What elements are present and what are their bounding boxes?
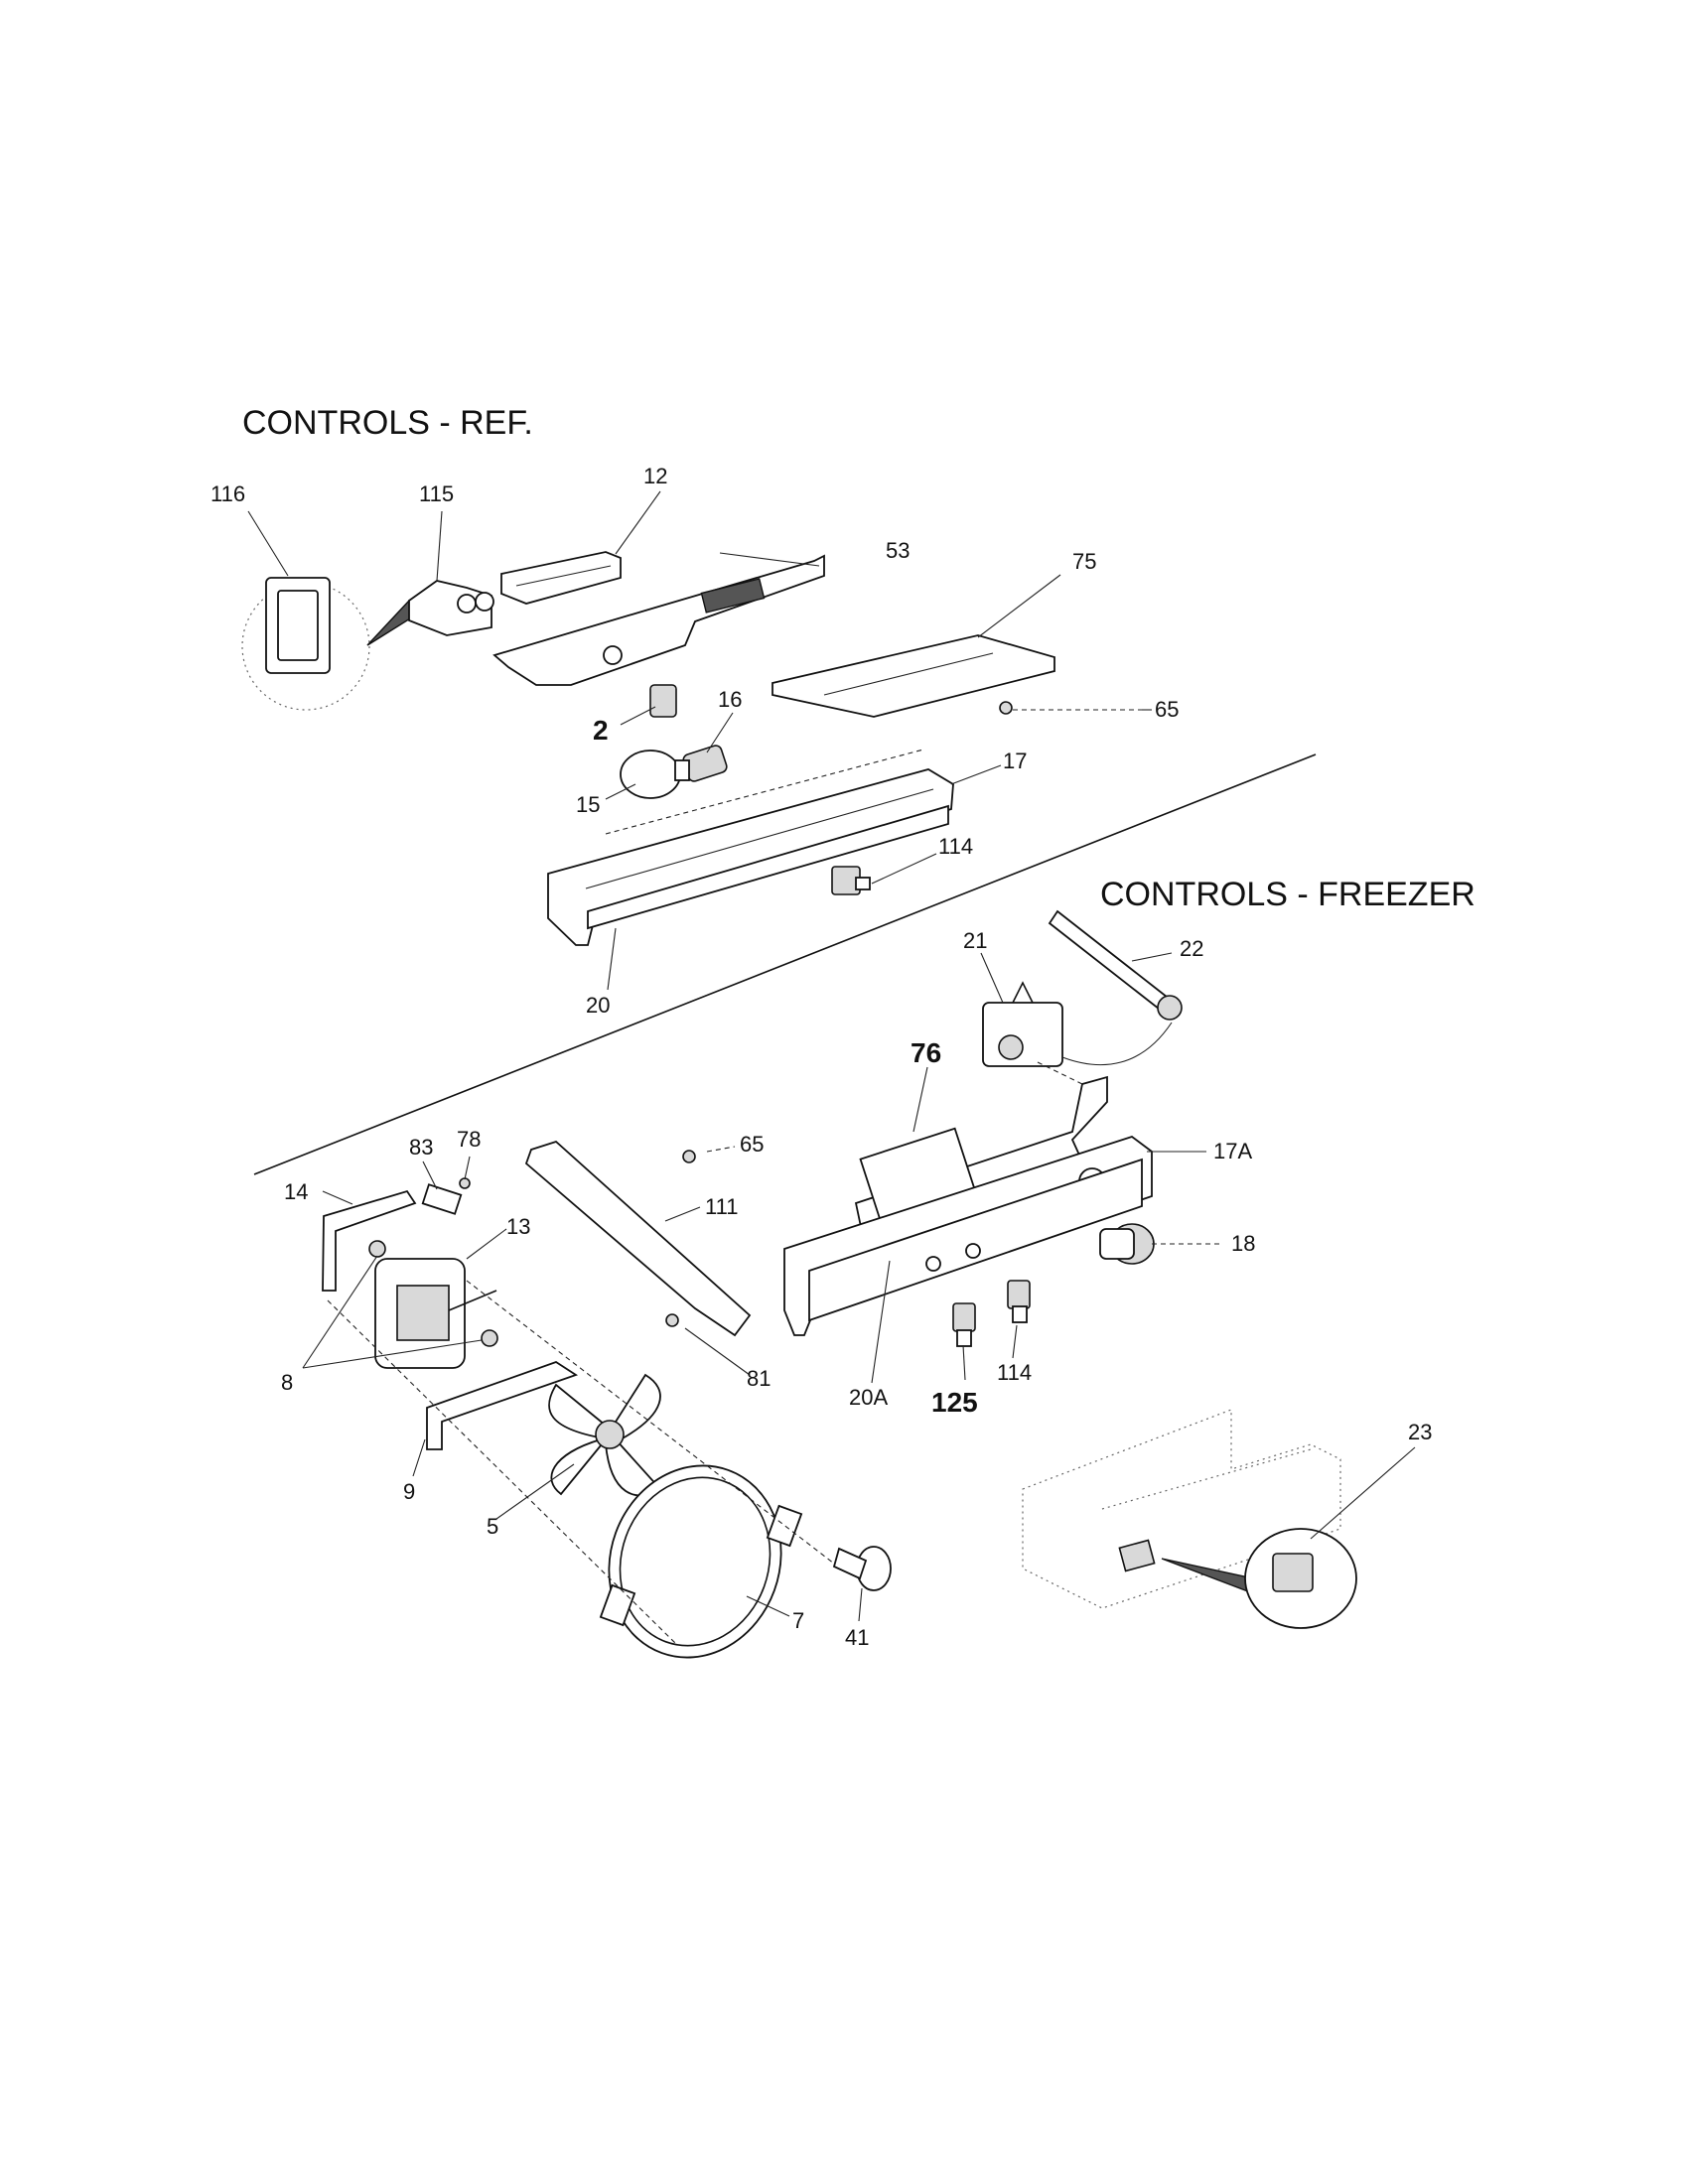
- part-12-cover: [500, 551, 622, 605]
- part-18-knob: [1099, 1223, 1155, 1265]
- section-title-ref: CONTROLS - REF.: [242, 404, 533, 442]
- section-divider: [253, 753, 1317, 1175]
- part-21-thermostat: [982, 981, 1063, 1067]
- label-116: 116: [210, 481, 245, 506]
- label-15: 15: [576, 792, 600, 817]
- label-5: 5: [487, 1514, 498, 1539]
- label-16: 16: [718, 687, 742, 712]
- part-65-screw-ref: [999, 701, 1013, 715]
- label-111: 111: [705, 1194, 738, 1219]
- part-20a-panel: [808, 1158, 1143, 1322]
- label-12: 12: [643, 464, 667, 488]
- leader-lines: [247, 490, 1416, 1622]
- part-81-screw: [665, 1313, 679, 1327]
- label-23: 23: [1408, 1420, 1432, 1444]
- label-83: 83: [409, 1135, 433, 1160]
- part-83-clip: [421, 1183, 463, 1215]
- part-116-gasket: [241, 577, 416, 711]
- part-78-screw: [459, 1177, 471, 1189]
- part-14-bracket: [322, 1189, 417, 1292]
- part-22-tube: [1048, 909, 1183, 1066]
- label-75: 75: [1072, 549, 1096, 574]
- part-125-switch: [952, 1302, 976, 1347]
- part-114-knob-ref: [831, 866, 871, 895]
- label-81: 81: [747, 1366, 771, 1391]
- label-9: 9: [403, 1479, 415, 1504]
- label-125: 125: [931, 1387, 978, 1418]
- label-41: 41: [845, 1625, 869, 1650]
- label-13: 13: [506, 1214, 530, 1239]
- label-76: 76: [911, 1037, 941, 1068]
- label-22: 22: [1180, 936, 1203, 961]
- part-41-screw: [832, 1546, 892, 1591]
- label-17: 17: [1003, 749, 1027, 773]
- label-20: 20: [586, 993, 610, 1018]
- part-75-channel: [772, 634, 1055, 718]
- part-13-motor: [374, 1258, 497, 1369]
- part-9-bracket: [426, 1361, 579, 1450]
- part-53-housing: [492, 554, 825, 686]
- assembly-lines: [327, 709, 1221, 1644]
- label-18: 18: [1231, 1231, 1255, 1256]
- label-14: 14: [284, 1179, 308, 1204]
- part-115-switch: [408, 580, 494, 636]
- section-title-freezer: CONTROLS - FREEZER: [1100, 876, 1475, 913]
- label-78: 78: [457, 1127, 481, 1152]
- part-2-knob: [649, 684, 677, 718]
- label-17a: 17A: [1213, 1139, 1252, 1163]
- part-20-panel: [587, 804, 949, 930]
- part-15-bulb: [620, 750, 690, 799]
- label-21: 21: [963, 928, 987, 953]
- label-8: 8: [281, 1370, 293, 1395]
- part-8-grommets: [368, 1240, 498, 1347]
- part-111-strap: [524, 1140, 752, 1337]
- label-65-freezer: 65: [740, 1132, 764, 1157]
- label-7: 7: [792, 1608, 804, 1633]
- part-23-inset: [1022, 1409, 1357, 1629]
- label-2: 2: [593, 715, 609, 746]
- part-7-ring: [599, 1464, 803, 1659]
- part-114-switch-freezer: [1007, 1280, 1031, 1323]
- part-5-fan-blade: [548, 1373, 662, 1497]
- label-115: 115: [419, 481, 454, 506]
- label-114-freezer: 114: [997, 1360, 1032, 1385]
- label-65-ref: 65: [1155, 697, 1179, 722]
- label-20a: 20A: [849, 1385, 888, 1410]
- label-53: 53: [886, 538, 910, 563]
- label-114-ref: 114: [938, 834, 973, 859]
- part-65-screw-freezer: [682, 1150, 696, 1163]
